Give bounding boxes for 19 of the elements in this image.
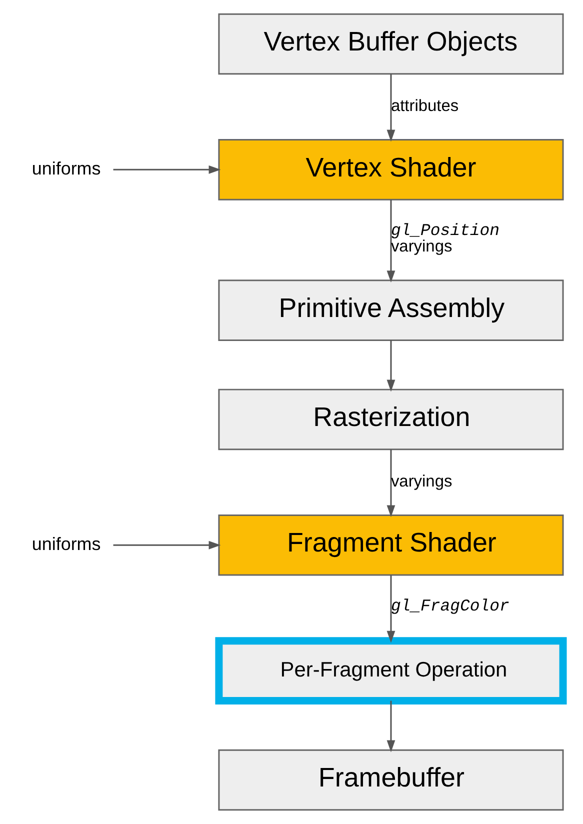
node-box: Vertex Buffer Objects — [218, 13, 564, 75]
node-text: uniforms — [32, 534, 101, 554]
arrow — [386, 74, 396, 142]
node-box: Framebuffer — [218, 749, 564, 811]
node-box: Primitive Assembly — [218, 280, 564, 341]
arrow — [386, 200, 396, 283]
node-box: Vertex Shader — [218, 138, 564, 200]
node-box: Per-Fragment Operation — [215, 637, 567, 704]
node-box: Rasterization — [218, 388, 564, 450]
arrow — [386, 700, 396, 752]
node-text: uniforms — [32, 158, 101, 178]
arrow — [386, 340, 396, 392]
arrow — [386, 575, 396, 643]
node-box: Fragment Shader — [218, 514, 564, 576]
arrow — [113, 540, 221, 550]
edge-label: attributes — [390, 97, 459, 116]
edge-label: gl_FragColor — [390, 596, 510, 616]
arrow — [386, 449, 396, 518]
arrow — [113, 165, 221, 174]
